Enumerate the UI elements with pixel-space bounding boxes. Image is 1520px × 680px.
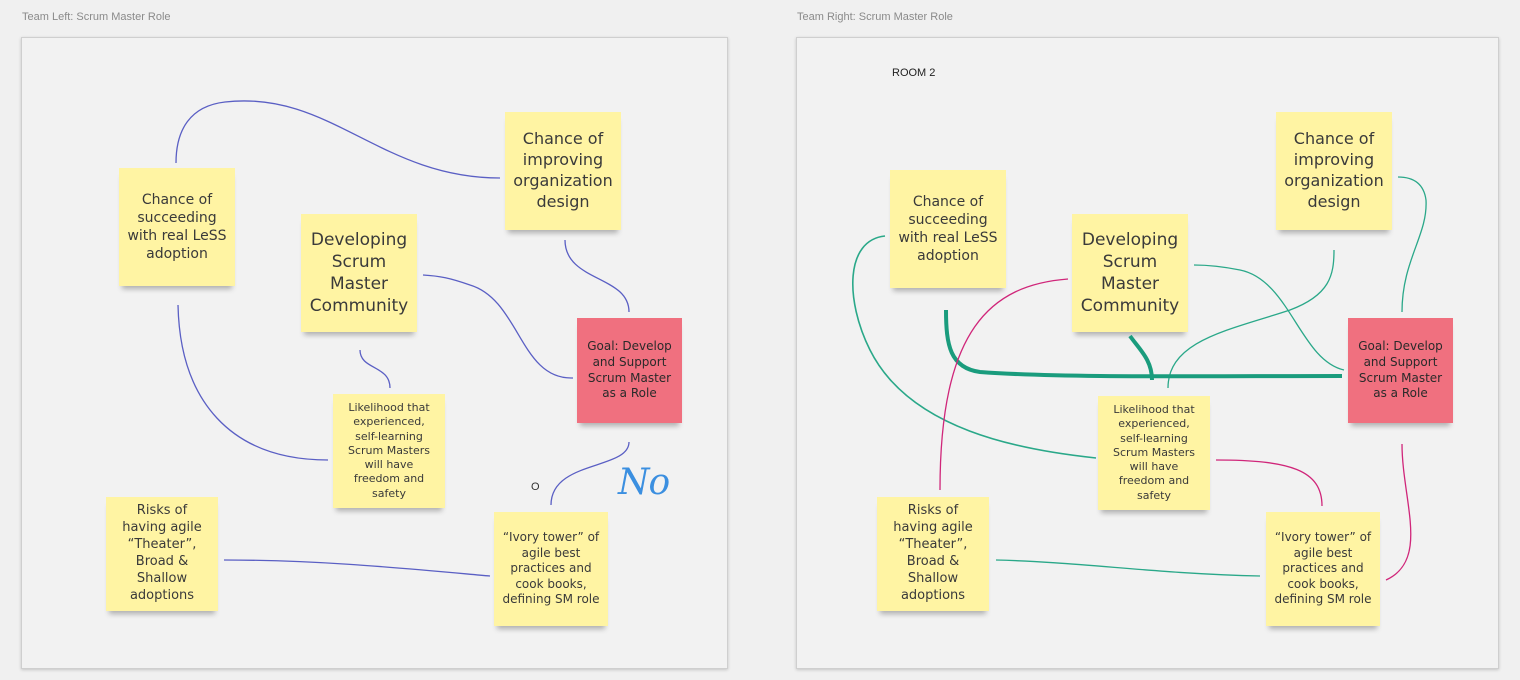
note-right-likelihood[interactable]: Likelihood that experienced, self-learni… [1098, 396, 1210, 510]
note-left-risks[interactable]: Risks of having agile “Theater”, Broad &… [106, 497, 218, 611]
o-mark: O [531, 481, 540, 493]
frame-title-right: Team Right: Scrum Master Role [797, 11, 953, 23]
note-left-succeeding[interactable]: Chance of succeeding with real LeSS adop… [119, 168, 235, 286]
note-right-risks[interactable]: Risks of having agile “Theater”, Broad &… [877, 497, 989, 611]
note-right-succeeding[interactable]: Chance of succeeding with real LeSS adop… [890, 170, 1006, 288]
note-left-ivory[interactable]: “Ivory tower” of agile best practices an… [494, 512, 608, 626]
note-right-ivory[interactable]: “Ivory tower” of agile best practices an… [1266, 512, 1380, 626]
note-right-community[interactable]: Developing Scrum Master Community [1072, 214, 1188, 332]
note-left-improving[interactable]: Chance of improving organization design [505, 112, 621, 230]
handwritten-no-annotation: No [618, 462, 670, 503]
room-label: ROOM 2 [892, 67, 936, 79]
note-left-goal[interactable]: Goal: Develop and Support Scrum Master a… [577, 318, 682, 423]
note-right-improving[interactable]: Chance of improving organization design [1276, 112, 1392, 230]
note-left-likelihood[interactable]: Likelihood that experienced, self-learni… [333, 394, 445, 508]
note-right-goal[interactable]: Goal: Develop and Support Scrum Master a… [1348, 318, 1453, 423]
frame-title-left: Team Left: Scrum Master Role [22, 11, 171, 23]
note-left-community[interactable]: Developing Scrum Master Community [301, 214, 417, 332]
